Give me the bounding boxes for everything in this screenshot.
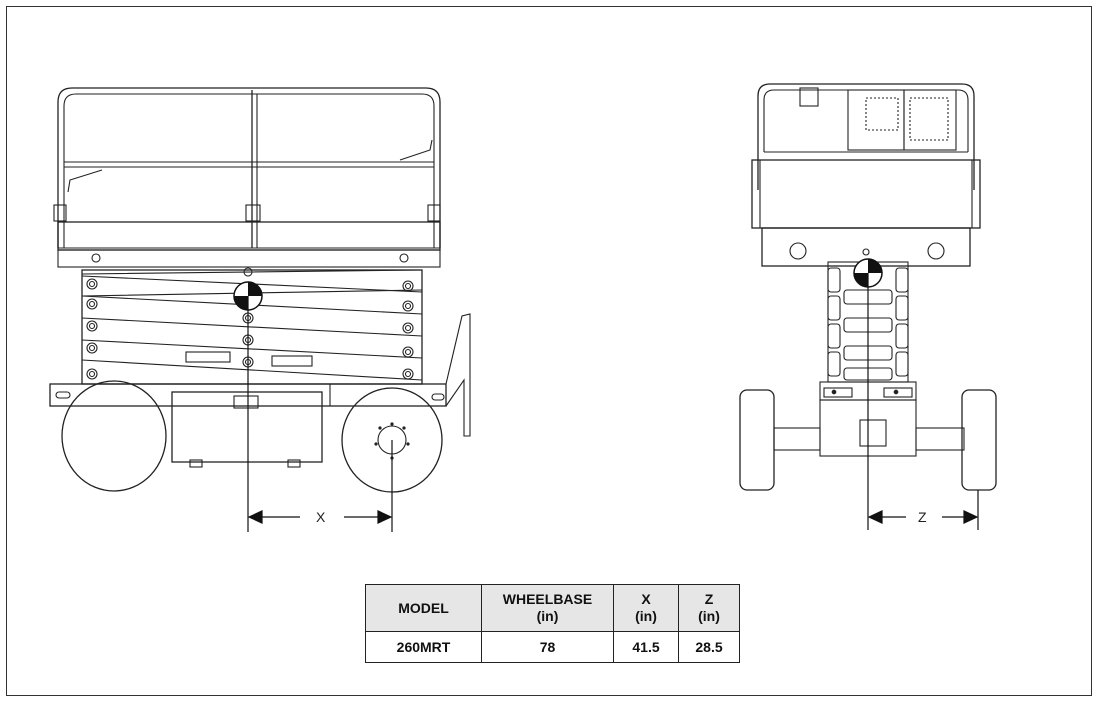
header-z: Z (in) [678,584,740,632]
header-x-label: X [641,591,651,607]
table-header-row: MODEL WHEELBASE (in) X (in) Z (in) [365,584,740,632]
cell-wheelbase: 78 [481,631,614,663]
table-row: 260MRT 78 41.5 28.5 [365,631,740,663]
cell-model: 260MRT [365,631,482,663]
header-model: MODEL [365,584,482,632]
z-dimension-line [867,273,979,530]
cell-z: 28.5 [678,631,740,663]
specification-table: MODEL WHEELBASE (in) X (in) Z (in) 260MR… [365,584,740,663]
header-wheelbase-label: WHEELBASE [502,591,593,607]
header-wheelbase: WHEELBASE (in) [481,584,614,632]
header-z-unit: (in) [698,608,720,624]
header-x: X (in) [613,584,679,632]
cell-x: 41.5 [613,631,679,663]
header-wheelbase-unit: (in) [536,608,559,624]
x-dimension-label: X [316,509,326,525]
header-x-unit: (in) [635,608,657,624]
header-z-label: Z [704,591,714,607]
z-dimension-label: Z [918,509,927,525]
diagram-frame [6,6,1092,696]
x-dimension-line [247,296,393,532]
